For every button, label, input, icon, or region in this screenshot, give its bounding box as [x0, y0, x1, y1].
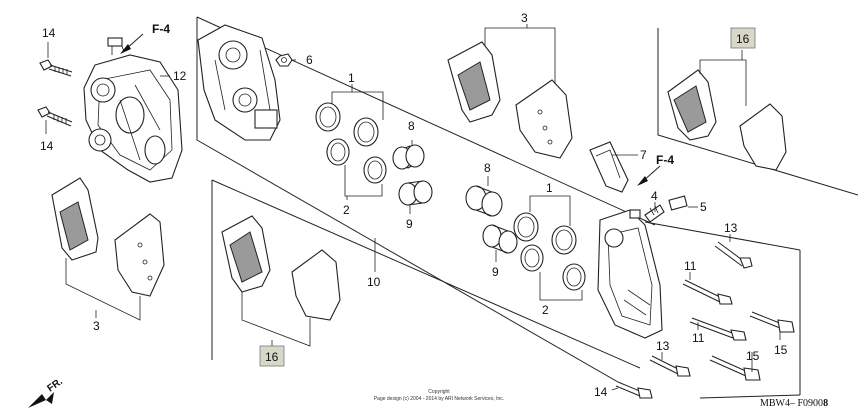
brake-pad-top-front[interactable]: [447, 41, 501, 123]
pad-spring-7[interactable]: [589, 141, 629, 193]
brake-pad-top-rear[interactable]: [515, 79, 573, 159]
pin-11-lower[interactable]: [689, 317, 747, 341]
callout-16-bottom-box: [259, 345, 285, 367]
bolt-13-upper[interactable]: [714, 241, 753, 269]
frame-lines: [196, 16, 858, 399]
bracket-1-lower: [529, 195, 571, 226]
brake-pad-left-front[interactable]: [51, 177, 99, 261]
callout-10[interactable]: 10: [367, 275, 381, 289]
bracket-2-lower: [539, 272, 583, 301]
copyright-line-1: Copyright: [428, 389, 450, 395]
callout-13-upper[interactable]: 13: [724, 221, 738, 235]
bracket-3-left: [65, 258, 141, 321]
left-caliper-assembly[interactable]: [83, 37, 183, 183]
callout-16-bottom[interactable]: 16: [265, 350, 279, 364]
bracket-16-top: [699, 59, 747, 106]
piston-9-upper[interactable]: [398, 180, 433, 206]
bolt-14-lower[interactable]: [37, 106, 73, 127]
callout-2-lower[interactable]: 2: [542, 303, 549, 317]
callout-1-upper[interactable]: 1: [348, 71, 355, 85]
piston-9-lower[interactable]: [482, 224, 518, 254]
bracket-1-upper: [331, 91, 384, 120]
brake-pad-right-front[interactable]: [667, 69, 717, 141]
callout-9-lower[interactable]: 9: [492, 265, 499, 279]
callout-2-upper[interactable]: 2: [343, 203, 350, 217]
callout-14-lower-left[interactable]: 14: [40, 139, 54, 153]
callout-9-upper[interactable]: 9: [406, 217, 413, 231]
diagram-code-suffix: 8: [823, 398, 828, 409]
front-arrow-icon: [28, 392, 54, 408]
piston-8-upper[interactable]: [392, 144, 425, 170]
bracket-16-bottom: [241, 292, 311, 347]
caliper-half-center[interactable]: [197, 24, 281, 141]
brake-pad-left-rear[interactable]: [114, 213, 165, 297]
bracket-3-top: [484, 27, 556, 84]
callout-13-lower[interactable]: 13: [656, 339, 670, 353]
caliper-half-right[interactable]: [597, 209, 663, 339]
bolt-15-upper[interactable]: [749, 311, 795, 333]
callout-labels: 14 F-4 12 14 3 6 1 8 2 9 10 3 16 16 7 F-…: [40, 11, 788, 399]
callout-5[interactable]: 5: [700, 200, 707, 214]
brake-pad-bottom-front[interactable]: [221, 215, 271, 293]
bracket-2-upper: [344, 165, 383, 197]
copyright-line-2: Page design (c) 2004 - 2014 by ARI Netwo…: [374, 396, 504, 402]
bolt-13-lower[interactable]: [649, 355, 691, 377]
front-label: FR.: [45, 376, 65, 394]
diagram-code: MBW4– F09008: [760, 398, 828, 409]
callout-15-right[interactable]: 15: [774, 343, 788, 357]
nut-6[interactable]: [275, 53, 293, 67]
ref-f4-top[interactable]: F-4: [152, 22, 170, 36]
callout-16-top[interactable]: 16: [736, 32, 750, 46]
pin-11-upper[interactable]: [682, 279, 733, 305]
brake-pad-bottom-rear[interactable]: [291, 249, 341, 321]
callout-3-top[interactable]: 3: [521, 11, 528, 25]
seal-set-1-upper[interactable]: [315, 102, 387, 184]
bleed-valve-4[interactable]: [644, 204, 665, 223]
callout-6[interactable]: 6: [306, 53, 313, 67]
piston-8-lower[interactable]: [465, 185, 503, 217]
reference-arrow-f4-right: [637, 165, 661, 186]
callout-4[interactable]: 4: [651, 189, 658, 203]
callout-14-lower-right[interactable]: 14: [594, 385, 608, 399]
callout-14-upper-left[interactable]: 14: [42, 26, 56, 40]
leaders: [45, 24, 781, 391]
bolt-14-upper[interactable]: [39, 59, 73, 77]
reference-arrow-f4-top: [120, 33, 144, 54]
callout-11-lower[interactable]: 11: [692, 331, 705, 345]
bleed-cap-5[interactable]: [668, 195, 688, 211]
callout-8-lower[interactable]: 8: [484, 161, 491, 175]
callout-7[interactable]: 7: [640, 148, 647, 162]
ref-f4-right[interactable]: F-4: [656, 153, 674, 167]
callout-15-lower[interactable]: 15: [746, 349, 760, 363]
callout-12[interactable]: 12: [173, 69, 187, 83]
seal-set-1-lower[interactable]: [513, 212, 586, 291]
brake-pad-right-rear[interactable]: [739, 103, 787, 171]
bolt-15-lower[interactable]: [709, 355, 761, 381]
front-direction-marker: FR.: [28, 376, 65, 408]
diagram-code-text: MBW4– F0900: [760, 398, 823, 409]
callout-8-upper[interactable]: 8: [408, 119, 415, 133]
callout-3-left[interactable]: 3: [93, 319, 100, 333]
bolt-14-lower-right[interactable]: [615, 381, 653, 399]
callout-1-lower[interactable]: 1: [546, 181, 553, 195]
callout-16-top-box: [730, 27, 756, 49]
callout-11-upper[interactable]: 11: [684, 259, 697, 273]
